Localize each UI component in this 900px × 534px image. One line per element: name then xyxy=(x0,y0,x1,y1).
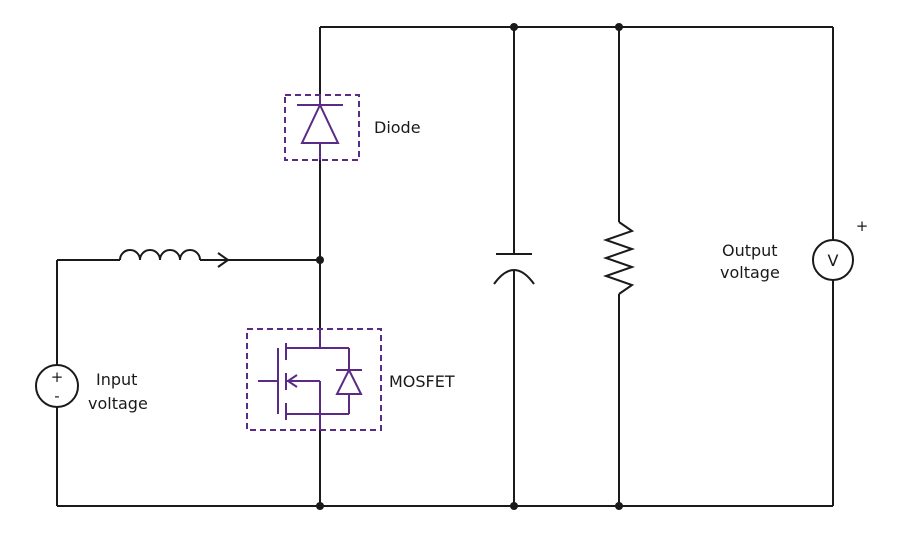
wires xyxy=(56,26,834,507)
input-voltage-label-line1: Input xyxy=(96,370,137,389)
voltmeter-plus-sign: + xyxy=(856,217,869,235)
junction-dot xyxy=(615,23,623,31)
resistor xyxy=(602,221,636,295)
voltmeter-symbol: V xyxy=(828,251,839,270)
body-diode-triangle xyxy=(335,367,363,395)
diode-highlight-box xyxy=(284,94,360,161)
source-plus-sign: + xyxy=(51,368,64,386)
output-voltage-label-line1: Output xyxy=(722,241,778,260)
junction-dot xyxy=(615,502,623,510)
diode-label: Diode xyxy=(374,118,421,137)
mosfet-label: MOSFET xyxy=(389,372,455,391)
input-voltage-source: + - xyxy=(35,364,79,408)
mosfet-body-arrow xyxy=(286,374,298,388)
mosfet xyxy=(246,328,382,431)
voltmeter: V + xyxy=(812,217,869,281)
junction-dot xyxy=(316,502,324,510)
diode xyxy=(284,94,360,161)
input-voltage-label-line2: voltage xyxy=(88,394,148,413)
source-circle xyxy=(35,364,79,408)
source-minus-sign: - xyxy=(54,387,59,405)
junctions xyxy=(316,23,623,510)
voltmeter-circle xyxy=(812,239,854,281)
junction-dot xyxy=(510,502,518,510)
inductor-coil xyxy=(119,249,201,261)
diode-triangle xyxy=(300,102,340,144)
output-voltage-label-line2: voltage xyxy=(720,263,780,282)
resistor-zigzag xyxy=(602,221,636,295)
current-arrow-head xyxy=(217,252,230,268)
junction-dot xyxy=(510,23,518,31)
capacitor xyxy=(493,253,535,285)
junction-dot xyxy=(316,256,324,264)
inductor xyxy=(119,249,230,268)
mosfet-highlight-box xyxy=(246,328,382,431)
capacitor-plate-curved xyxy=(493,269,535,285)
